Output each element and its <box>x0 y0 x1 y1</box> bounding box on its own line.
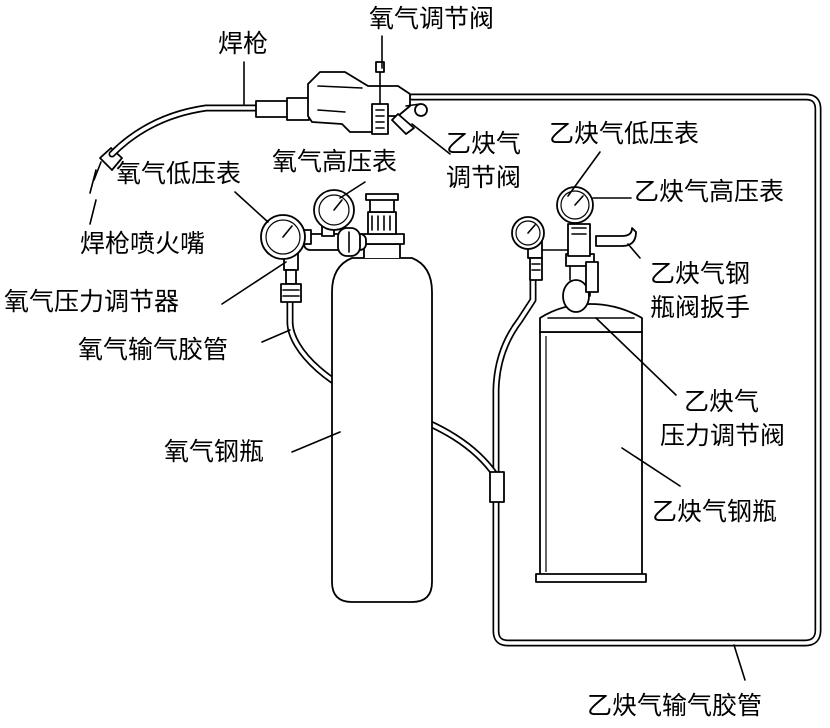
label-oxygen-valve: 氧气调节阀 <box>369 4 494 33</box>
label-acetylene-high-gauge: 乙炔气高压表 <box>634 177 784 206</box>
label-torch: 焊枪 <box>218 29 268 58</box>
welding-torch <box>89 61 428 194</box>
label-oxygen-regulator: 氧气压力调节器 <box>4 287 179 316</box>
acetylene-low-pressure-gauge <box>511 216 545 250</box>
acetylene-cylinder <box>527 223 647 583</box>
label-oxygen-high-gauge: 氧气高压表 <box>272 147 397 176</box>
label-acetylene-low-gauge: 乙炔气低压表 <box>549 119 699 148</box>
hose-coupler <box>489 471 505 503</box>
label-oxygen-low-gauge: 氧气低压表 <box>116 159 241 188</box>
label-acetylene-cylinder: 乙炔气钢瓶 <box>652 497 777 526</box>
oxygen-high-pressure-gauge <box>313 189 355 237</box>
label-acetylene-wrench-line1: 乙炔气钢 <box>650 259 750 288</box>
label-torch-nozzle: 焊枪喷火嘴 <box>80 229 205 258</box>
oxygen-cylinder <box>331 193 433 603</box>
oxygen-low-pressure-gauge <box>260 214 312 260</box>
label-acetylene-wrench-line2: 瓶阀扳手 <box>650 293 750 322</box>
label-acetylene-pressure-valve-line1: 乙炔气 <box>684 387 759 416</box>
acetylene-hose <box>408 93 822 647</box>
label-oxygen-cylinder: 氧气钢瓶 <box>164 437 264 466</box>
leader-lines <box>89 35 746 681</box>
label-acetylene-pressure-valve-line2: 压力调节阀 <box>660 421 785 450</box>
label-acetylene-valve-line1: 乙炔气 <box>446 129 521 158</box>
label-oxygen-hose: 氧气输气胶管 <box>78 335 228 364</box>
acetylene-high-pressure-gauge <box>556 186 594 224</box>
label-acetylene-hose: 乙炔气输气胶管 <box>587 691 762 720</box>
label-acetylene-valve-line2: 调节阀 <box>446 163 521 192</box>
